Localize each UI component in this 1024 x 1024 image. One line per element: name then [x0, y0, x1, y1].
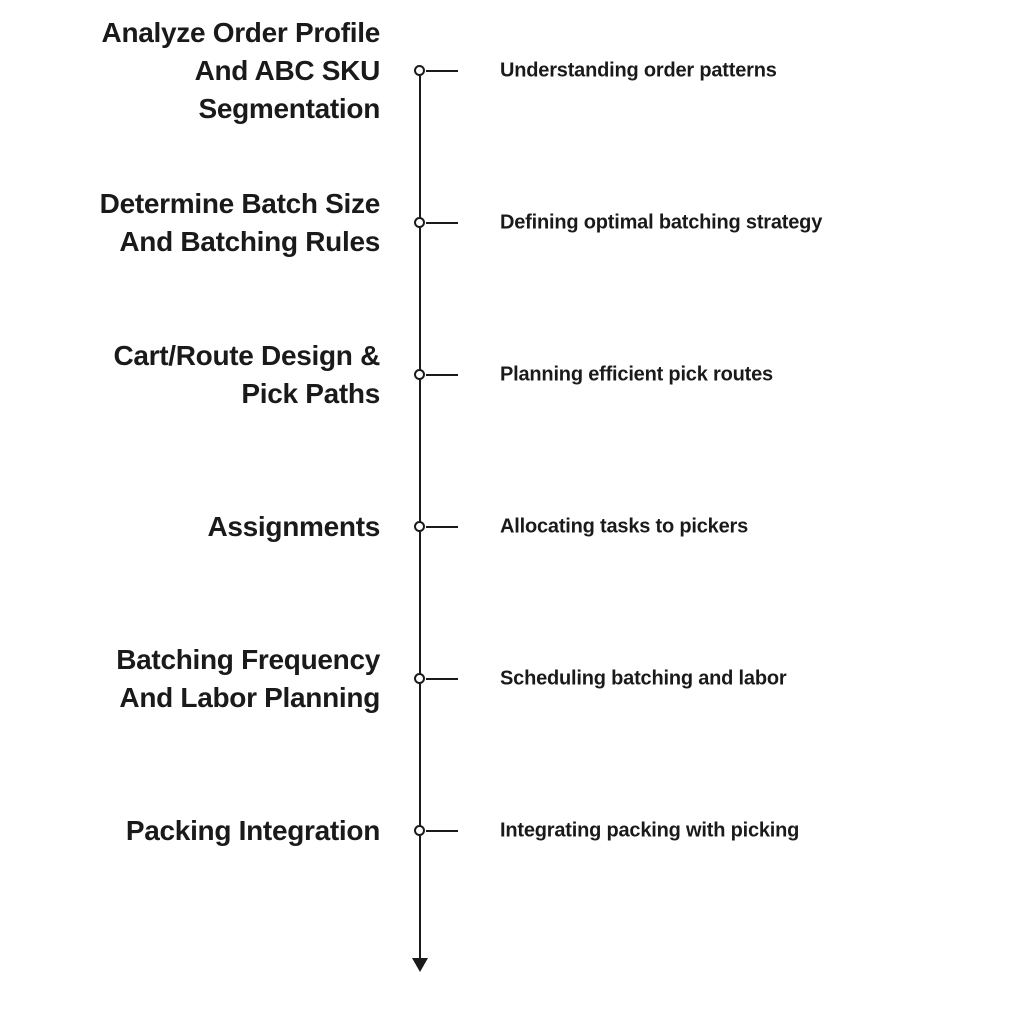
step-connector-line: [426, 70, 458, 72]
timeline-line: [419, 71, 421, 960]
step-title: Cart/Route Design & Pick Paths: [113, 340, 380, 409]
step-node-circle-icon: [414, 65, 425, 76]
step-connector-line: [426, 374, 458, 376]
step-description: Scheduling batching and labor: [500, 667, 787, 690]
step-title: Determine Batch Size And Batching Rules: [99, 188, 381, 257]
step-description: Defining optimal batching strategy: [500, 211, 823, 234]
step-description: Integrating packing with picking: [500, 819, 800, 842]
step-node-circle-icon: [414, 369, 425, 380]
step-node-circle-icon: [414, 673, 425, 684]
step-description: Planning efficient pick routes: [500, 363, 773, 386]
step-node-circle-icon: [414, 217, 425, 228]
step-title: Batching Frequency And Labor Planning: [116, 644, 380, 713]
step-title: Packing Integration: [125, 815, 380, 846]
step-node-circle-icon: [414, 825, 425, 836]
step-title: Analyze Order Profile And ABC SKU Segmen…: [101, 17, 381, 124]
step-connector-line: [426, 222, 458, 224]
step-connector-line: [426, 830, 458, 832]
step-description: Allocating tasks to pickers: [500, 515, 749, 538]
arrow-down-icon: [412, 958, 428, 972]
step-connector-line: [426, 678, 458, 680]
step-title: Assignments: [207, 511, 380, 542]
step-description: Understanding order patterns: [500, 59, 777, 82]
step-node-circle-icon: [414, 521, 425, 532]
step-connector-line: [426, 526, 458, 528]
